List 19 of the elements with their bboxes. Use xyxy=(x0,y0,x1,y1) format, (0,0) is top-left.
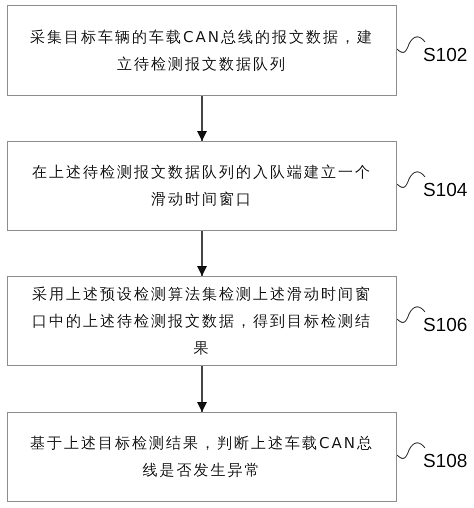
process-box xyxy=(7,141,397,231)
step-text: 采集目标车辆的车载CAN总线的报文数据，建立待检测报文数据队列 xyxy=(29,26,375,74)
step-text: 基于上述目标检测结果，判断上述车载CAN总线是否发生异常 xyxy=(29,433,375,481)
process-box xyxy=(7,5,397,96)
leader-line xyxy=(396,442,426,459)
step-text: 在上述待检测报文数据队列的入队端建立一个滑动时间窗口 xyxy=(31,162,373,210)
process-box xyxy=(7,276,397,366)
step-number: S102 xyxy=(423,45,468,67)
arrow xyxy=(197,96,207,141)
step-number: S106 xyxy=(423,315,468,337)
leader-line xyxy=(396,36,426,53)
leader-line xyxy=(396,171,426,188)
step-number: S104 xyxy=(423,180,468,202)
step-number: S108 xyxy=(423,451,468,473)
leader-line xyxy=(396,306,426,323)
arrow xyxy=(197,366,207,412)
step-text: 采用上述预设检测算法集检测上述滑动时间窗口中的上述待检测报文数据，得到目标检测结果 xyxy=(31,284,373,358)
process-box xyxy=(7,412,397,502)
arrow xyxy=(197,231,207,276)
